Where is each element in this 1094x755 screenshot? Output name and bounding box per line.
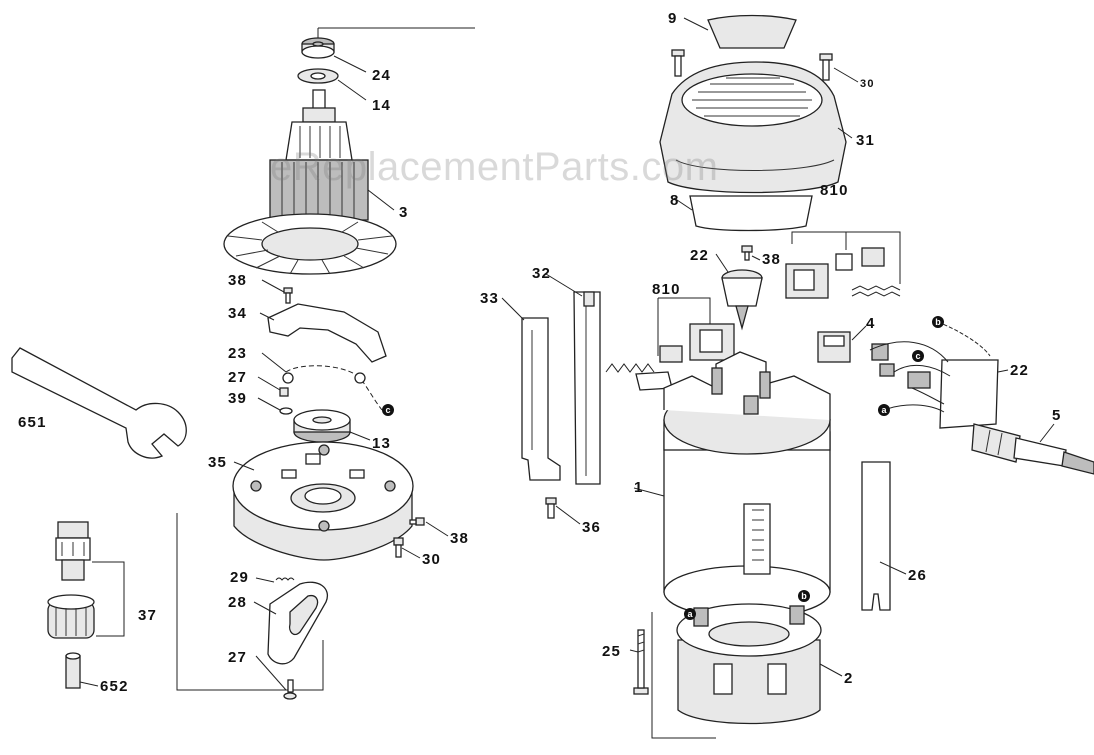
part-34-baffle xyxy=(267,303,387,363)
callout-8: 8 xyxy=(670,192,680,209)
callout-4: 4 xyxy=(866,315,876,332)
callout-34: 34 xyxy=(228,305,247,322)
callout-651: 651 xyxy=(18,414,47,431)
wire-marker-c-1: c xyxy=(912,350,924,362)
svg-text:a: a xyxy=(687,609,693,619)
callout-33: 33 xyxy=(480,290,499,307)
part-13-magnet xyxy=(293,409,351,443)
part-26-plate xyxy=(861,461,891,611)
svg-text:c: c xyxy=(385,405,390,415)
part-30-screw-b xyxy=(671,49,833,81)
wire-marker-b-1: b xyxy=(932,316,944,328)
part-24-nut xyxy=(301,37,335,59)
svg-text:c: c xyxy=(915,351,920,361)
part-29-spring xyxy=(275,577,295,581)
part-38-screw-b xyxy=(409,517,425,526)
part-810-brush-b xyxy=(605,323,735,391)
callout-28: 28 xyxy=(228,594,247,611)
part-38-screw-c xyxy=(741,245,753,261)
callout-9: 9 xyxy=(668,10,678,27)
callout-22-a: 22 xyxy=(690,247,709,264)
callout-29: 29 xyxy=(230,569,249,586)
part-8-band xyxy=(689,195,813,232)
callout-22-b: 22 xyxy=(1010,362,1029,379)
callout-27-b: 27 xyxy=(228,649,247,666)
part-33-bar xyxy=(521,317,561,481)
callout-36: 36 xyxy=(582,519,601,536)
wire-marker-a-2: a xyxy=(684,608,696,620)
part-31-cover xyxy=(659,61,847,194)
callout-39: 39 xyxy=(228,390,247,407)
callout-30-b: 30 xyxy=(860,78,875,90)
part-5-cord xyxy=(971,423,1094,475)
callout-3: 3 xyxy=(399,204,409,221)
part-23-wire xyxy=(282,365,383,411)
part-2-lower-housing xyxy=(676,603,822,725)
callout-32: 32 xyxy=(532,265,551,282)
svg-text:a: a xyxy=(881,405,887,415)
wire-marker-c-2: c xyxy=(382,404,394,416)
callout-26: 26 xyxy=(908,567,927,584)
part-14-washer xyxy=(297,68,339,84)
callout-2: 2 xyxy=(844,670,854,687)
callout-25: 25 xyxy=(602,643,621,660)
watermark: eReplacementParts.com xyxy=(270,145,718,189)
part-27-screw-b xyxy=(283,679,297,700)
part-652-sleeve xyxy=(65,652,81,689)
callout-810-a: 810 xyxy=(820,182,849,199)
callout-38-c: 38 xyxy=(762,251,781,268)
part-22-board xyxy=(869,321,999,429)
callout-27-a: 27 xyxy=(228,369,247,386)
part-651-wrench xyxy=(11,347,187,459)
part-9-label xyxy=(707,14,797,49)
callout-35: 35 xyxy=(208,454,227,471)
callout-31: 31 xyxy=(856,132,875,149)
callout-14: 14 xyxy=(372,97,391,114)
callout-24: 24 xyxy=(372,67,391,84)
callout-810-b: 810 xyxy=(652,281,681,298)
svg-text:b: b xyxy=(801,591,807,601)
callout-37: 37 xyxy=(138,607,157,624)
part-810-brush-a xyxy=(785,247,901,299)
part-35-base xyxy=(232,441,414,561)
part-1-housing xyxy=(663,351,831,619)
callout-30-a: 30 xyxy=(422,551,441,568)
wire-marker-a-1: a xyxy=(878,404,890,416)
callout-652: 652 xyxy=(100,678,129,695)
callout-38-b: 38 xyxy=(450,530,469,547)
svg-text:b: b xyxy=(935,317,941,327)
callout-labels: 24 14 3 38 34 23 27 39 13 651 35 38 30 2… xyxy=(18,10,1062,695)
bracket-line-left xyxy=(176,513,324,691)
part-25-screw xyxy=(633,629,649,695)
part-30-screw-a xyxy=(393,537,404,558)
part-3-armature xyxy=(223,89,397,275)
part-27-screw-a xyxy=(279,387,289,397)
part-39-washer xyxy=(279,407,293,415)
part-38-screw-a xyxy=(283,287,293,304)
callout-5: 5 xyxy=(1052,407,1062,424)
callout-23: 23 xyxy=(228,345,247,362)
callout-13: 13 xyxy=(372,435,391,452)
part-22-bearing xyxy=(721,269,763,331)
part-32-bar xyxy=(573,291,601,485)
part-36-screw xyxy=(545,497,557,519)
part-4-switch xyxy=(817,331,851,363)
leader-lines xyxy=(79,17,1055,691)
callout-1: 1 xyxy=(634,479,644,496)
wire-marker-b-2: b xyxy=(798,590,810,602)
callout-38-a: 38 xyxy=(228,272,247,289)
part-37-collet xyxy=(47,521,95,639)
